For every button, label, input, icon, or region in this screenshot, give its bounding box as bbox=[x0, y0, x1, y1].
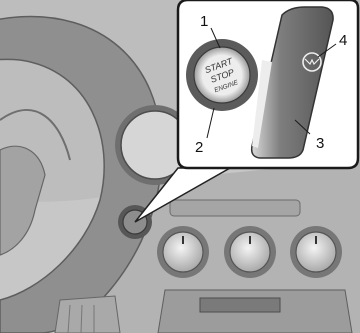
vent-strip bbox=[170, 200, 300, 216]
callout-3: 3 bbox=[316, 135, 324, 152]
callout-1: 1 bbox=[200, 13, 208, 30]
climate-knob-left bbox=[157, 226, 209, 278]
climate-knob-right bbox=[290, 226, 342, 278]
inset-panel: START STOP ENGINE 1 2 3 4 bbox=[178, 0, 358, 168]
start-stop-button: START STOP ENGINE bbox=[186, 39, 258, 111]
floor-pedals bbox=[55, 296, 120, 333]
callout-2: 2 bbox=[195, 139, 203, 156]
lower-console bbox=[158, 290, 352, 333]
climate-knobs bbox=[157, 226, 342, 278]
climate-knob-center bbox=[224, 226, 276, 278]
callout-4: 4 bbox=[339, 32, 347, 49]
